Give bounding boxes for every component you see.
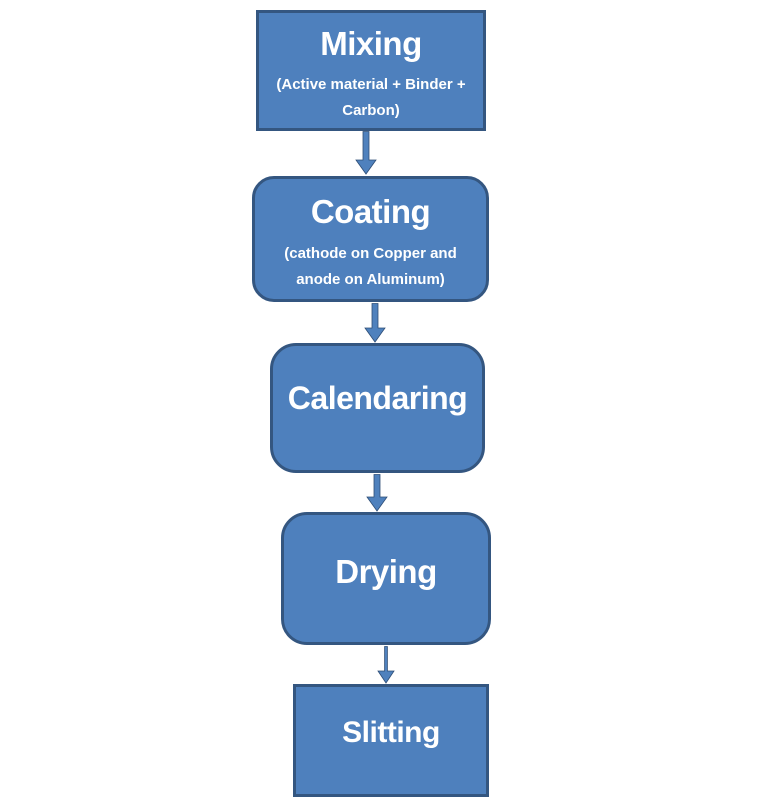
node-calendaring-title: Calendaring [287, 379, 468, 416]
down-arrow-icon [355, 131, 377, 175]
subtitle-line: (cathode on Copper and [284, 244, 457, 262]
node-drying: Drying [281, 512, 491, 645]
node-slitting: Slitting [293, 684, 489, 797]
subtitle-line: anode on Aluminum) [296, 270, 445, 288]
subtitle-line: (Active material + Binder + [276, 75, 466, 93]
node-mixing-subtitle: (Active material + Binder + Carbon) [276, 72, 465, 124]
down-arrow-icon [366, 474, 388, 512]
node-coating-title: Coating [310, 193, 431, 230]
node-mixing: Mixing (Active material + Binder + Carbo… [256, 10, 486, 131]
down-arrow-icon [364, 303, 386, 343]
node-slitting-title: Slitting [342, 716, 440, 750]
down-arrow-icon [377, 646, 395, 684]
node-drying-title: Drying [335, 553, 437, 591]
node-calendaring: Calendaring [270, 343, 485, 473]
node-mixing-title: Mixing [320, 25, 422, 62]
node-coating-subtitle: (cathode on Copper and anode on Aluminum… [284, 241, 457, 293]
node-coating: Coating (cathode on Copper and anode on … [252, 176, 489, 302]
subtitle-line: Carbon) [342, 101, 400, 119]
